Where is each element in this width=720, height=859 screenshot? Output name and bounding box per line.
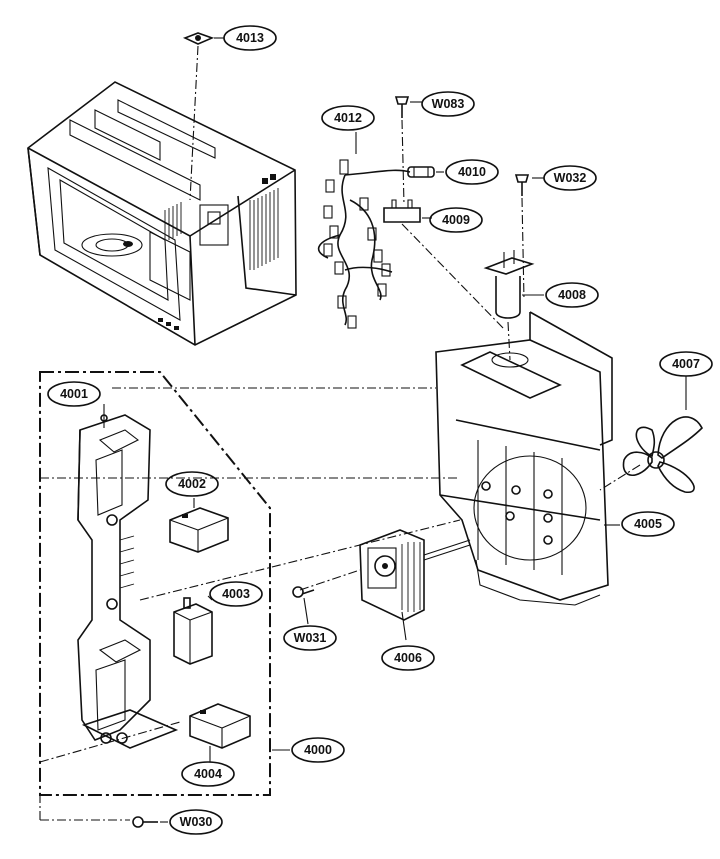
label-W030: W030 — [169, 809, 223, 835]
part-4000-switch-assembly-boundary — [39, 371, 290, 796]
svg-text:4002: 4002 — [178, 477, 206, 491]
label-4006: 4006 — [381, 645, 435, 671]
part-4004-switch — [189, 703, 251, 762]
svg-text:4007: 4007 — [672, 357, 700, 371]
svg-text:4006: 4006 — [394, 651, 422, 665]
part-4012-wire-harness — [317, 132, 411, 329]
label-4002: 4002 — [165, 471, 219, 497]
label-4000: 4000 — [291, 737, 345, 763]
part-4007-fan-blade — [599, 376, 703, 493]
part-4002-switch — [169, 498, 229, 553]
svg-text:4008: 4008 — [558, 288, 586, 302]
label-4004: 4004 — [181, 761, 235, 787]
part-W031-screw — [292, 586, 315, 625]
svg-text:4009: 4009 — [442, 213, 470, 227]
svg-text:W083: W083 — [432, 97, 465, 111]
label-4003: 4003 — [209, 581, 263, 607]
svg-text:4013: 4013 — [236, 31, 264, 45]
svg-text:4012: 4012 — [334, 111, 362, 125]
svg-text:4001: 4001 — [60, 387, 88, 401]
label-4012: 4012 — [321, 105, 375, 131]
label-4005: 4005 — [621, 511, 675, 537]
label-W031: W031 — [283, 625, 337, 651]
label-4007: 4007 — [659, 351, 713, 377]
label-4010: 4010 — [445, 159, 499, 185]
part-4001-latch-board — [39, 387, 461, 821]
label-W083: W083 — [421, 91, 475, 117]
label-W032: W032 — [543, 165, 597, 191]
part-4005-fan-duct — [435, 311, 620, 606]
svg-text:W032: W032 — [554, 171, 587, 185]
svg-text:W030: W030 — [180, 815, 213, 829]
svg-text:4000: 4000 — [304, 743, 332, 757]
part-4006-fan-motor — [299, 529, 471, 641]
part-W032-screw — [514, 174, 544, 301]
part-W083-screw — [394, 96, 422, 206]
part-W030-screw — [132, 816, 168, 828]
part-4008-lamp — [483, 250, 544, 361]
svg-text:4003: 4003 — [222, 587, 250, 601]
part-4013-thermostat — [182, 32, 224, 201]
svg-text:4010: 4010 — [458, 165, 486, 179]
label-4001: 4001 — [47, 381, 101, 407]
svg-text:4004: 4004 — [194, 767, 222, 781]
svg-text:4005: 4005 — [634, 517, 662, 531]
svg-text:W031: W031 — [294, 631, 327, 645]
label-4008: 4008 — [545, 282, 599, 308]
part-4010-fuse — [407, 166, 444, 178]
label-4009: 4009 — [429, 207, 483, 233]
label-4013: 4013 — [223, 25, 277, 51]
part-4003-switch — [173, 595, 213, 665]
cabinet-assembly — [27, 81, 297, 346]
